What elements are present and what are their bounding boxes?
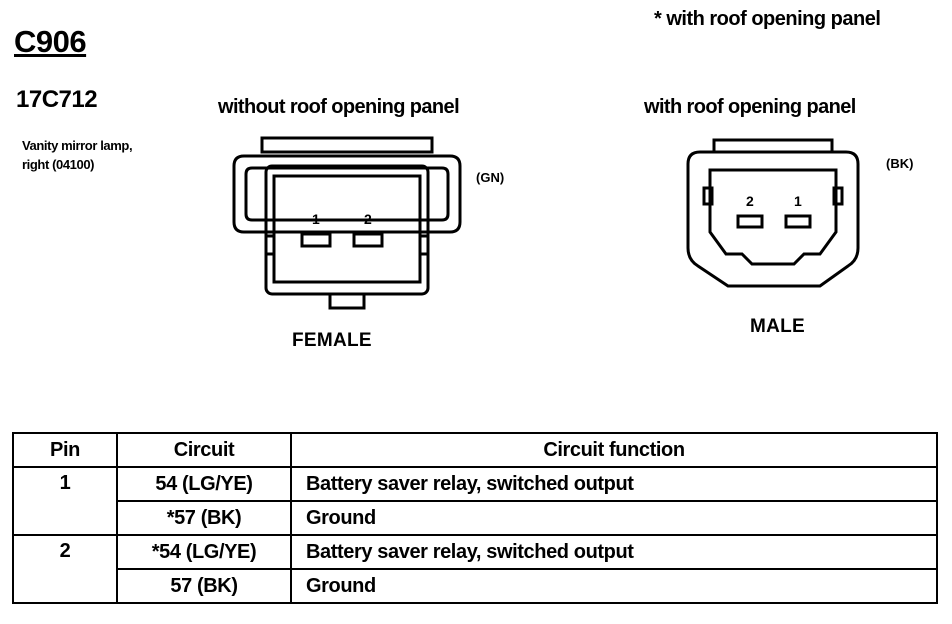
table-row: *57 (BK) Ground bbox=[13, 500, 938, 536]
gender-label-female: FEMALE bbox=[292, 330, 372, 351]
table-header-row: Pin Circuit Circuit function bbox=[12, 432, 938, 468]
pin-number: 2 bbox=[364, 211, 372, 227]
function-cell: Ground bbox=[290, 568, 938, 604]
connector-id: C906 bbox=[14, 24, 87, 59]
column-header-pin: Pin bbox=[12, 432, 118, 468]
pin-cavity bbox=[784, 214, 812, 229]
column-header-circuit: Circuit bbox=[116, 432, 292, 468]
female-connector-diagram: 1 2 bbox=[232, 136, 462, 310]
connector-housing bbox=[232, 136, 462, 310]
view-caption-without-roof: without roof opening panel bbox=[218, 96, 460, 118]
part-description: Vanity mirror lamp, right (04100) bbox=[22, 136, 133, 174]
circuit-cell: 57 (BK) bbox=[116, 568, 292, 604]
pin-cavity bbox=[736, 214, 764, 229]
pin-cavities bbox=[736, 214, 812, 229]
part-description-line: right (04100) bbox=[22, 157, 95, 172]
part-number: 17C712 bbox=[16, 86, 98, 113]
pin-cell: 2 bbox=[12, 534, 118, 604]
circuit-cell: *57 (BK) bbox=[116, 500, 292, 536]
table-row: 1 54 (LG/YE) Battery saver relay, switch… bbox=[12, 466, 938, 536]
pin-cell: 1 bbox=[12, 466, 118, 536]
function-cell: Battery saver relay, switched output bbox=[290, 466, 938, 502]
table-row: 57 (BK) Ground bbox=[13, 568, 938, 604]
pin-number: 1 bbox=[312, 211, 320, 227]
circuit-cell: 54 (LG/YE) bbox=[116, 466, 292, 502]
male-connector-diagram: 2 1 bbox=[686, 138, 860, 288]
pin-cavity bbox=[300, 232, 332, 248]
connector-color-code: (GN) bbox=[476, 170, 505, 185]
function-cell: Ground bbox=[290, 500, 938, 536]
connector-housing bbox=[686, 138, 860, 288]
pin-cavities bbox=[300, 232, 384, 248]
footnote: * with roof opening panel bbox=[654, 8, 881, 30]
function-cell: Battery saver relay, switched output bbox=[290, 534, 938, 570]
pin-number: 1 bbox=[794, 193, 802, 209]
part-description-line: Vanity mirror lamp, bbox=[22, 138, 133, 153]
pinout-table: Pin Circuit Circuit function 1 54 (LG/YE… bbox=[12, 432, 938, 604]
pin-number: 2 bbox=[746, 193, 754, 209]
connector-color-code: (BK) bbox=[886, 156, 914, 171]
column-header-function: Circuit function bbox=[290, 432, 938, 468]
gender-label-male: MALE bbox=[750, 316, 806, 337]
pin-cavity bbox=[352, 232, 384, 248]
circuit-cell: *54 (LG/YE) bbox=[116, 534, 292, 570]
table-row: 2 *54 (LG/YE) Battery saver relay, switc… bbox=[12, 534, 938, 604]
view-caption-with-roof: with roof opening panel bbox=[644, 96, 856, 118]
